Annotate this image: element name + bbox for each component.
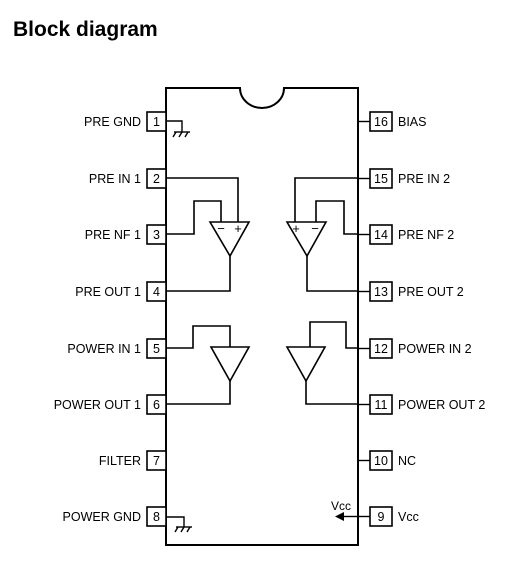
- pin-number: 4: [153, 285, 160, 299]
- pin-label: PRE OUT 1: [75, 285, 141, 299]
- power-amp-2: [285, 321, 358, 405]
- pin-number: 2: [153, 172, 160, 186]
- pin-label: POWER IN 1: [67, 342, 141, 356]
- pin-label: POWER OUT 2: [398, 398, 485, 412]
- pin-label: PRE OUT 2: [398, 285, 464, 299]
- pin-number: 5: [153, 342, 160, 356]
- pin-number: 16: [374, 115, 388, 129]
- pin-number: 3: [153, 228, 160, 242]
- pin-label: PRE IN 2: [398, 172, 450, 186]
- vcc-arrow: [335, 512, 358, 521]
- pin-label: FILTER: [99, 454, 141, 468]
- pin-number: 7: [153, 454, 160, 468]
- pin-number: 12: [374, 342, 388, 356]
- right-pin-leads: [358, 120, 370, 518]
- right-pin-11: 11 POWER OUT 2: [369, 394, 485, 415]
- pin-label: NC: [398, 454, 416, 468]
- pin-number: 13: [374, 285, 388, 299]
- pin-label: POWER IN 2: [398, 342, 472, 356]
- pin-number: 6: [153, 398, 160, 412]
- pin-number: 15: [374, 172, 388, 186]
- pin-label: PRE GND: [84, 115, 141, 129]
- left-pin-6: 6 POWER OUT 1: [54, 394, 167, 415]
- pin-number: 8: [153, 510, 160, 524]
- right-pin-13: 13 PRE OUT 2: [369, 281, 464, 302]
- ground-symbol-power: [166, 516, 192, 533]
- right-pin-9: 9 Vcc: [369, 506, 419, 527]
- pin-number: 10: [374, 454, 388, 468]
- pin-number: 14: [374, 228, 388, 242]
- vcc-internal-label: Vcc: [331, 499, 351, 513]
- preamp-1-plus: +: [234, 221, 242, 236]
- pin-number: 11: [375, 398, 388, 412]
- preamp-2-plus: +: [292, 221, 300, 236]
- ground-symbol-pre: [166, 120, 190, 138]
- pin-label: PRE NF 2: [398, 228, 454, 242]
- pin-label: BIAS: [398, 115, 427, 129]
- preamp-1-minus: −: [217, 221, 225, 236]
- left-pin-1: 1 PRE GND: [84, 111, 167, 132]
- right-pin-10: 10 NC: [369, 450, 416, 471]
- pin-label: POWER GND: [63, 510, 141, 524]
- preamp-2: [285, 177, 358, 292]
- pin-number: 1: [153, 115, 160, 129]
- right-pin-15: 15 PRE IN 2: [369, 168, 450, 189]
- preamp-2-minus: −: [311, 221, 319, 236]
- page-title: Block diagram: [13, 18, 158, 41]
- left-pin-3: 3 PRE NF 1: [85, 224, 167, 245]
- pin-label: Vcc: [398, 510, 419, 524]
- pin-label: POWER OUT 1: [54, 398, 141, 412]
- preamp-1: [166, 177, 251, 292]
- left-pin-4: 4 PRE OUT 1: [75, 281, 167, 302]
- left-pin-8: 8 POWER GND: [63, 506, 167, 527]
- ic-body: [165, 87, 359, 546]
- right-pin-16: 16 BIAS: [369, 111, 427, 132]
- left-pin-5: 5 POWER IN 1: [67, 338, 167, 359]
- left-pin-2: 2 PRE IN 1: [89, 168, 167, 189]
- pin-label: PRE IN 1: [89, 172, 141, 186]
- right-pin-12: 12 POWER IN 2: [369, 338, 472, 359]
- right-pin-14: 14 PRE NF 2: [369, 224, 454, 245]
- power-amp-1: [166, 325, 251, 405]
- pin-label: PRE NF 1: [85, 228, 141, 242]
- pin-number: 9: [378, 510, 385, 524]
- left-pin-7: 7 FILTER: [99, 450, 167, 471]
